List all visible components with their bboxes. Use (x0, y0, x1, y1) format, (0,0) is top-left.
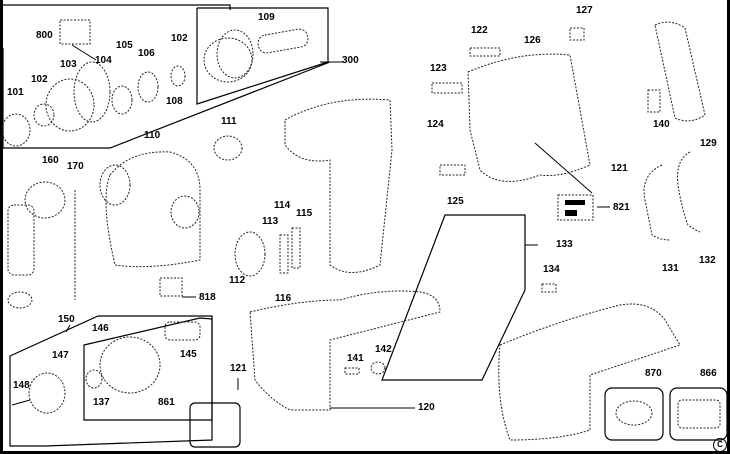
label-part-145[interactable]: 145 (180, 349, 197, 360)
part-132-wire (677, 151, 701, 233)
part-134-shape (541, 283, 557, 293)
label-part-134[interactable]: 134 (543, 264, 560, 275)
label-part-114[interactable]: 114 (274, 200, 291, 211)
part-137-ring (85, 369, 103, 389)
part-102-shape (33, 103, 55, 127)
part-142-shape (370, 361, 386, 375)
label-part-106[interactable]: 106 (138, 48, 155, 59)
label-part-115[interactable]: 115 (296, 208, 313, 219)
label-part-109[interactable]: 109 (258, 12, 275, 23)
part-818-shape (159, 277, 183, 297)
part-140-insert (647, 89, 661, 113)
label-part-146[interactable]: 146 (92, 323, 109, 334)
part-145-shape (164, 321, 201, 341)
label-part-124[interactable]: 124 (427, 119, 444, 130)
part-146-shape (99, 336, 161, 394)
label-part-821[interactable]: 821 (613, 202, 630, 213)
part-133-switch-box (381, 214, 538, 381)
label-part-111[interactable]: 111 (221, 116, 237, 127)
part-106-shape (137, 71, 159, 103)
part-131-wire (643, 164, 671, 241)
part-148-screw (11, 399, 31, 406)
label-part-127[interactable]: 127 (576, 5, 593, 16)
label-part-126[interactable]: 126 (524, 35, 541, 46)
part-150-chuck-box (9, 315, 213, 447)
label-part-116[interactable]: 116 (275, 293, 292, 304)
handle-shape (467, 53, 591, 182)
label-part-147[interactable]: 147 (52, 350, 69, 361)
label-part-108[interactable]: 108 (166, 96, 183, 107)
part-821-label-plate (534, 142, 610, 221)
part-102b-shape (170, 65, 186, 87)
label-part-818[interactable]: 818 (199, 292, 216, 303)
label-part-866[interactable]: 866 (700, 368, 717, 379)
motor-body-shape (284, 98, 393, 273)
label-part-800[interactable]: 800 (36, 30, 53, 41)
label-part-123[interactable]: 123 (430, 63, 447, 74)
part-108-shape (203, 29, 254, 83)
frame-left-border (0, 0, 3, 454)
frame-bottom-border (0, 451, 730, 454)
part-109-shape (257, 28, 309, 54)
part-140-shape (654, 21, 706, 122)
label-part-133[interactable]: 133 (556, 239, 573, 250)
label-part-101[interactable]: 101 (7, 87, 24, 98)
label-part-121-upper[interactable]: 121 (611, 163, 628, 174)
gearbox-group-box (2, 4, 331, 149)
part-101-shape (1, 113, 31, 147)
label-part-122[interactable]: 122 (471, 25, 488, 36)
label-part-140[interactable]: 140 (653, 119, 670, 130)
part-116-housing (249, 290, 441, 411)
label-part-125[interactable]: 125 (447, 196, 464, 207)
part-111-shape (213, 135, 243, 161)
label-part-104[interactable]: 104 (95, 55, 112, 66)
frame-right-border (727, 0, 730, 454)
part-103-shape (45, 61, 111, 132)
part-110-shape (99, 151, 201, 268)
label-part-150[interactable]: 150 (58, 314, 75, 325)
part-147-shape (28, 372, 66, 414)
part-122-shape (469, 47, 501, 57)
part-866-battery (677, 399, 721, 429)
label-part-102-left[interactable]: 102 (31, 74, 48, 85)
label-part-102-right[interactable]: 102 (171, 33, 188, 44)
part-115-shape (291, 227, 301, 269)
part-127-shape (569, 27, 585, 41)
label-part-160[interactable]: 160 (42, 155, 59, 166)
part-870-box (604, 387, 664, 441)
label-part-132[interactable]: 132 (699, 255, 716, 266)
part-105-shape (111, 85, 133, 115)
label-part-131[interactable]: 131 (662, 263, 679, 274)
label-part-861[interactable]: 861 (158, 397, 175, 408)
label-part-137[interactable]: 137 (93, 397, 110, 408)
part-870-charger (615, 400, 653, 426)
label-part-105[interactable]: 105 (116, 40, 133, 51)
part-866-box (669, 387, 728, 441)
label-part-110[interactable]: 110 (144, 130, 161, 141)
label-part-121-lower[interactable]: 121 (230, 363, 247, 374)
part-123-shape (431, 82, 463, 94)
label-part-112[interactable]: 112 (229, 275, 246, 286)
part-114-spring (279, 234, 289, 274)
label-part-142[interactable]: 142 (375, 344, 392, 355)
part-125-shape (439, 164, 466, 176)
label-part-170[interactable]: 170 (67, 161, 84, 172)
part-112-shape (234, 231, 266, 277)
part-141-shape (344, 367, 360, 375)
right-housing-shape (498, 303, 681, 441)
part-160-shape (7, 181, 66, 309)
label-part-148[interactable]: 148 (13, 380, 30, 391)
label-part-870[interactable]: 870 (645, 368, 662, 379)
label-part-113[interactable]: 113 (262, 216, 279, 227)
label-part-300[interactable]: 300 (342, 55, 359, 66)
label-part-120[interactable]: 120 (418, 402, 435, 413)
copyright-icon: C (713, 438, 727, 452)
part-861-case (189, 402, 241, 448)
label-part-129[interactable]: 129 (700, 138, 717, 149)
label-part-141[interactable]: 141 (347, 353, 364, 364)
part-800-kit (59, 19, 97, 61)
label-part-103[interactable]: 103 (60, 59, 77, 70)
